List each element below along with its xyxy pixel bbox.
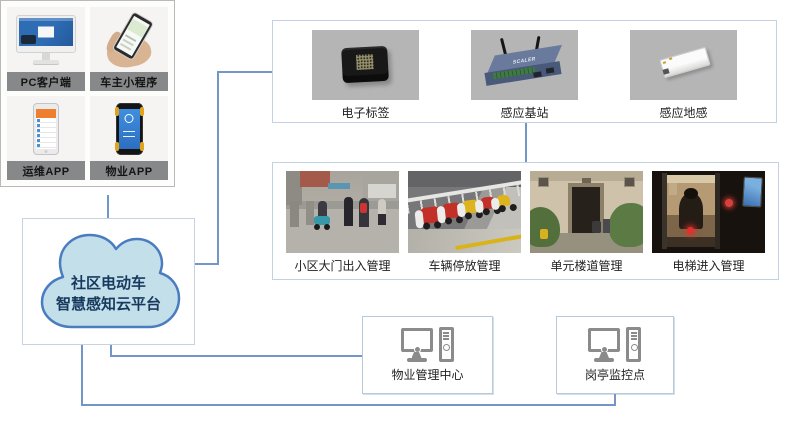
clients-panel: PC客户端 车主小程序 运维APP bbox=[0, 0, 175, 187]
device-item-base-station: SCALER 感应基站 bbox=[471, 30, 578, 122]
connector-cloud-to-guard-seg3 bbox=[614, 394, 616, 406]
client-label-property-app: 物业APP bbox=[90, 161, 168, 180]
client-cell-owner-miniprogram: 车主小程序 bbox=[90, 7, 168, 91]
scene-item-elevator: 电梯进入管理 bbox=[652, 171, 765, 279]
connector-devices-to-cloud-seg2 bbox=[217, 71, 219, 265]
ground-sensor-icon bbox=[654, 44, 714, 84]
parking-photo bbox=[408, 171, 521, 253]
client-cell-ops-app: 运维APP bbox=[7, 96, 85, 180]
connector-devices-to-cloud-seg3 bbox=[195, 263, 219, 265]
device-item-tag: 电子标签 bbox=[312, 30, 419, 122]
ops-app-image bbox=[7, 96, 85, 161]
connector-cloud-to-property-seg1 bbox=[110, 345, 112, 357]
client-label-owner-miniprogram: 车主小程序 bbox=[90, 72, 168, 91]
elevator-entry-photo bbox=[652, 171, 765, 253]
computer-icon bbox=[400, 327, 455, 363]
cloud-platform-title: 社区电动车 智慧感知云平台 bbox=[23, 219, 194, 344]
scene-label-parking: 车辆停放管理 bbox=[428, 259, 501, 273]
device-item-ground-sensor: 感应地感 bbox=[630, 30, 737, 122]
pc-monitor-image bbox=[7, 7, 85, 72]
scene-label-gate: 小区大门出入管理 bbox=[294, 259, 391, 273]
connector-devices-to-cloud-seg1 bbox=[217, 71, 272, 73]
client-label-ops-app: 运维APP bbox=[7, 161, 85, 180]
desktop-monitor-icon bbox=[15, 14, 77, 65]
hand-holding-phone-icon bbox=[99, 10, 159, 71]
scene-label-corridor: 单元楼道管理 bbox=[550, 259, 623, 273]
client-cell-pc: PC客户端 bbox=[7, 7, 85, 91]
device-label-tag: 电子标签 bbox=[341, 106, 390, 120]
connector-cloud-to-guard-seg1 bbox=[81, 345, 83, 406]
base-station-brand: SCALER bbox=[512, 55, 536, 66]
cloud-icon bbox=[40, 233, 181, 329]
base-station-icon: SCALER bbox=[482, 35, 566, 94]
base-station-image: SCALER bbox=[471, 30, 578, 100]
guard-center-box: 岗亭监控点 bbox=[556, 316, 674, 394]
computer-icon bbox=[588, 327, 642, 363]
scenes-panel: 小区大门出入管理 车辆停放管理 单元楼道管理 bbox=[272, 162, 779, 280]
cloud-platform-box: 社区电动车 智慧感知云平台 bbox=[22, 218, 195, 345]
center-label-property: 物业管理中心 bbox=[391, 368, 464, 382]
center-label-guard: 岗亭监控点 bbox=[584, 368, 645, 382]
devices-panel: 电子标签 SCALER 感应基站 感应地感 bbox=[272, 20, 777, 123]
client-cell-property-app: 物业APP bbox=[90, 96, 168, 180]
connector-cloud-to-guard-seg2 bbox=[81, 404, 616, 406]
owner-miniprogram-image bbox=[90, 7, 168, 72]
electronic-tag-image bbox=[312, 30, 419, 100]
client-label-pc: PC客户端 bbox=[7, 72, 85, 91]
gate-entry-photo bbox=[286, 171, 399, 253]
scene-label-elevator: 电梯进入管理 bbox=[672, 259, 745, 273]
device-label-ground-sensor: 感应地感 bbox=[659, 106, 708, 120]
scene-item-parking: 车辆停放管理 bbox=[408, 171, 521, 279]
property-center-box: 物业管理中心 bbox=[362, 316, 493, 394]
device-label-base-station: 感应基站 bbox=[500, 106, 549, 120]
connector-devices-to-scenes bbox=[525, 123, 527, 162]
connector-cloud-to-property-seg2 bbox=[110, 355, 362, 357]
cloud-title-line1: 社区电动车 bbox=[70, 274, 146, 292]
smartphone-icon bbox=[33, 102, 59, 155]
scene-item-corridor: 单元楼道管理 bbox=[530, 171, 643, 279]
building-entrance-photo bbox=[530, 171, 643, 253]
cloud-title-line2: 智慧感知云平台 bbox=[55, 295, 161, 313]
connector-clients-to-cloud bbox=[107, 195, 109, 218]
ground-sensor-image bbox=[630, 30, 737, 100]
rfid-tag-icon bbox=[341, 45, 389, 84]
scene-item-gate: 小区大门出入管理 bbox=[286, 171, 399, 279]
rugged-phone-icon bbox=[114, 102, 144, 155]
property-app-image bbox=[90, 96, 168, 161]
